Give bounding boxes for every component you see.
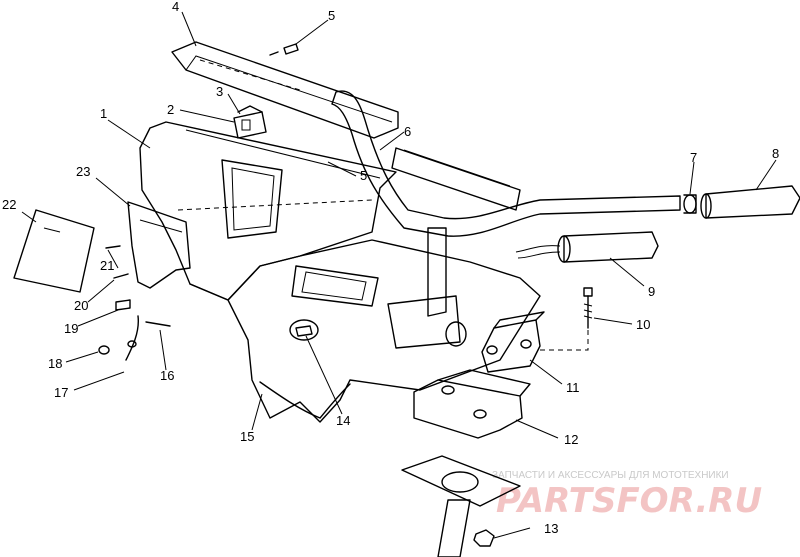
handlebar bbox=[331, 90, 681, 237]
callout-18: 18 bbox=[48, 356, 62, 371]
callout-17: 17 bbox=[54, 385, 68, 400]
watermark: ЗАПЧАСТИ И АКСЕССУАРЫ ДЛЯ МОТОТЕХНИКИ PA… bbox=[492, 470, 762, 521]
steering-post bbox=[387, 227, 467, 349]
watermark-tagline: ЗАПЧАСТИ И АКСЕССУАРЫ ДЛЯ МОТОТЕХНИКИ bbox=[492, 470, 729, 481]
callout-8: 8 bbox=[772, 146, 779, 161]
callout-13: 13 bbox=[544, 521, 558, 536]
callout-14: 14 bbox=[336, 413, 350, 428]
headlight-housing bbox=[139, 121, 397, 301]
callout-22: 22 bbox=[2, 197, 16, 212]
callout-4: 4 bbox=[172, 0, 179, 14]
lower-bar-clamp bbox=[413, 369, 531, 439]
callout-7: 7 bbox=[690, 150, 697, 165]
callout-10: 10 bbox=[636, 317, 650, 332]
callout-11: 11 bbox=[566, 380, 580, 395]
dash-panel bbox=[189, 239, 541, 423]
bracket-screws bbox=[105, 245, 129, 279]
callout-labels: 1 2 3 4 5 5 6 7 8 9 10 11 12 13 14 15 16… bbox=[2, 0, 779, 536]
callout-15: 15 bbox=[240, 429, 254, 444]
callout-23: 23 bbox=[76, 164, 90, 179]
callout-9: 9 bbox=[648, 284, 655, 299]
callout-2: 2 bbox=[167, 102, 174, 117]
leader-lines bbox=[21, 11, 777, 539]
callout-21: 21 bbox=[100, 258, 114, 273]
top-cover-panel bbox=[171, 41, 399, 139]
upper-bar-clamp bbox=[481, 311, 545, 373]
column-mount-plate bbox=[401, 455, 521, 557]
panel-fastener bbox=[289, 319, 319, 341]
column-nut bbox=[473, 529, 495, 547]
callout-12: 12 bbox=[564, 432, 578, 447]
cable-assembly bbox=[98, 299, 171, 361]
bar-end-cap bbox=[683, 194, 697, 214]
callout-6: 6 bbox=[404, 124, 411, 139]
hand-grip-right bbox=[700, 185, 800, 219]
callout-19: 19 bbox=[64, 321, 78, 336]
callout-20: 20 bbox=[74, 298, 88, 313]
mounting-bracket bbox=[127, 201, 191, 289]
callout-1: 1 bbox=[100, 106, 107, 121]
callout-16: 16 bbox=[160, 368, 174, 383]
callout-3: 3 bbox=[216, 84, 223, 99]
callout-5-top: 5 bbox=[328, 8, 335, 23]
hand-grip-left bbox=[515, 231, 659, 263]
watermark-brand: PARTSFOR.RU bbox=[496, 481, 762, 521]
switch-assembly bbox=[233, 105, 267, 139]
callout-5-lower: 5 bbox=[360, 168, 367, 183]
screw-top bbox=[269, 43, 299, 56]
side-cover bbox=[13, 209, 95, 293]
clamp-bolt bbox=[540, 287, 593, 351]
